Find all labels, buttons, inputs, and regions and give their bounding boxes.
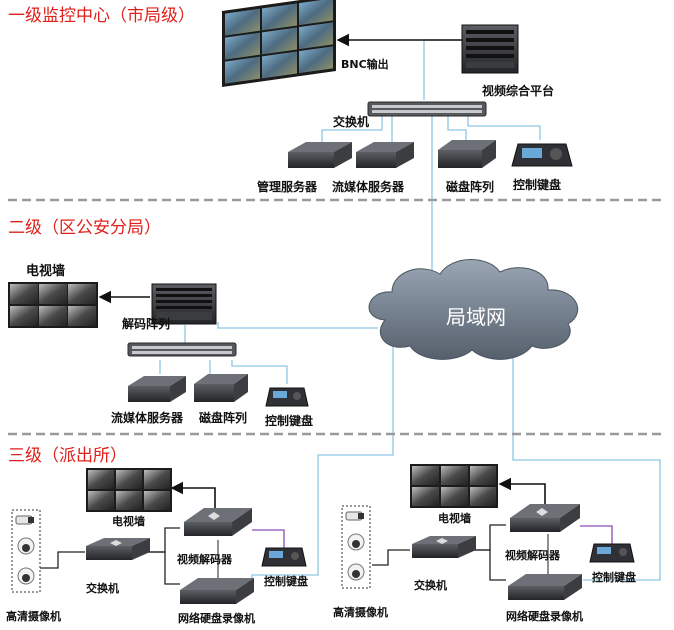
tv-wall-station-left	[86, 468, 172, 512]
link-lan-stationright	[512, 322, 661, 581]
link-right-decoder-keyboard	[580, 525, 613, 544]
link-decoder-lan	[217, 322, 378, 329]
arrows	[98, 33, 546, 512]
link-switch-mgmt	[321, 116, 383, 142]
decoder-array-device	[151, 283, 217, 325]
tv-wall-label-station-right: 电视墙	[438, 511, 471, 525]
decoder-array-label: 解码阵列	[122, 316, 170, 331]
mgmt-server-device	[288, 142, 352, 168]
link-switch-nvr-left	[148, 551, 180, 585]
link-left-decoder-keyboard	[252, 529, 285, 548]
stream-server-label-level2: 流媒体服务器	[111, 410, 184, 425]
hd-camera-label-station-right: 高清摄像机	[333, 605, 388, 619]
tier-title-level1: 一级监控中心（市局级）	[8, 6, 195, 26]
disk-array-label-level2: 磁盘阵列	[198, 410, 247, 425]
switch-station-left	[86, 538, 150, 560]
disk-array-label: 磁盘阵列	[445, 179, 494, 194]
stream-server-device	[356, 142, 414, 168]
control-keyboard-device	[511, 143, 573, 167]
video-platform-device	[461, 24, 519, 74]
link-switch-disk	[447, 116, 467, 140]
lan-cloud	[368, 259, 579, 360]
video-decoder-label-station-right: 视频解码器	[505, 548, 561, 562]
tv-wall-level2	[8, 282, 98, 328]
right-decoder-to-tvwall-arrow	[498, 477, 546, 508]
control-keyboard-label: 控制键盘	[513, 177, 561, 192]
cameras-station-right	[341, 505, 371, 589]
control-keyboard-station-left	[261, 547, 307, 567]
bnc-output-label: BNC输出	[341, 57, 389, 71]
link-switch-decoder-left	[148, 527, 180, 553]
link-cam-switch-right	[372, 549, 410, 566]
switch-level2	[127, 342, 237, 357]
core-switch-label: 交换机	[333, 114, 369, 129]
video-wall-level1	[222, 0, 336, 87]
connection-lines	[159, 39, 661, 586]
disk-array-device	[438, 140, 496, 168]
tv-wall-station-right	[410, 464, 498, 508]
hd-camera-label-station-left: 高清摄像机	[6, 609, 61, 623]
tier-dividers	[8, 198, 666, 436]
tier-title-level2: 二级（区公安分局）	[8, 218, 161, 238]
cameras-station-left	[11, 509, 41, 593]
video-decoder-station-left	[184, 508, 252, 536]
tv-wall-label-station-left: 电视墙	[112, 514, 145, 528]
left-decoder-to-tvwall-arrow	[170, 481, 216, 512]
lan-label: 局域网	[446, 305, 506, 329]
control-keyboard-label-level2: 控制键盘	[265, 413, 313, 428]
control-keyboard-label-station-left: 控制键盘	[264, 574, 308, 588]
tv-wall-label-level2: 电视墙	[26, 263, 65, 279]
link-switch-nvr-right	[468, 549, 506, 581]
disk-array-device-level2	[194, 374, 248, 402]
video-platform-label: 视频综合平台	[482, 83, 554, 98]
nvr-label-station-right: 网络硬盘录像机	[506, 609, 583, 623]
link-platform-switch	[423, 39, 458, 100]
control-keyboard-label-station-right: 控制键盘	[592, 570, 636, 584]
dark-links	[40, 524, 506, 585]
mgmt-server-label: 管理服务器	[257, 179, 318, 194]
video-decoder-label-station-left: 视频解码器	[177, 552, 233, 566]
nvr-label-station-left: 网络硬盘录像机	[178, 611, 255, 625]
link-lan-stationleft	[251, 340, 394, 586]
stream-server-label: 流媒体服务器	[332, 179, 405, 194]
nvr-station-left	[180, 578, 254, 604]
tier-title-level3: 三级（派出所）	[8, 446, 127, 466]
switch-station-right	[412, 536, 476, 558]
stream-server-device-level2	[128, 376, 186, 402]
switch-label-station-left: 交换机	[86, 581, 119, 595]
link-switch-decoder-right	[468, 524, 506, 551]
control-keyboard-device-level2	[265, 387, 309, 407]
video-decoder-station-right	[510, 504, 580, 532]
core-switch	[367, 101, 487, 117]
control-keyboard-station-right	[589, 543, 635, 563]
link-cam-switch-left	[40, 551, 85, 569]
nvr-station-right	[508, 574, 582, 600]
link-switch2-keyboard	[231, 360, 288, 384]
switch-label-station-right: 交换机	[414, 578, 447, 592]
link-switch-keyboard	[467, 116, 541, 140]
